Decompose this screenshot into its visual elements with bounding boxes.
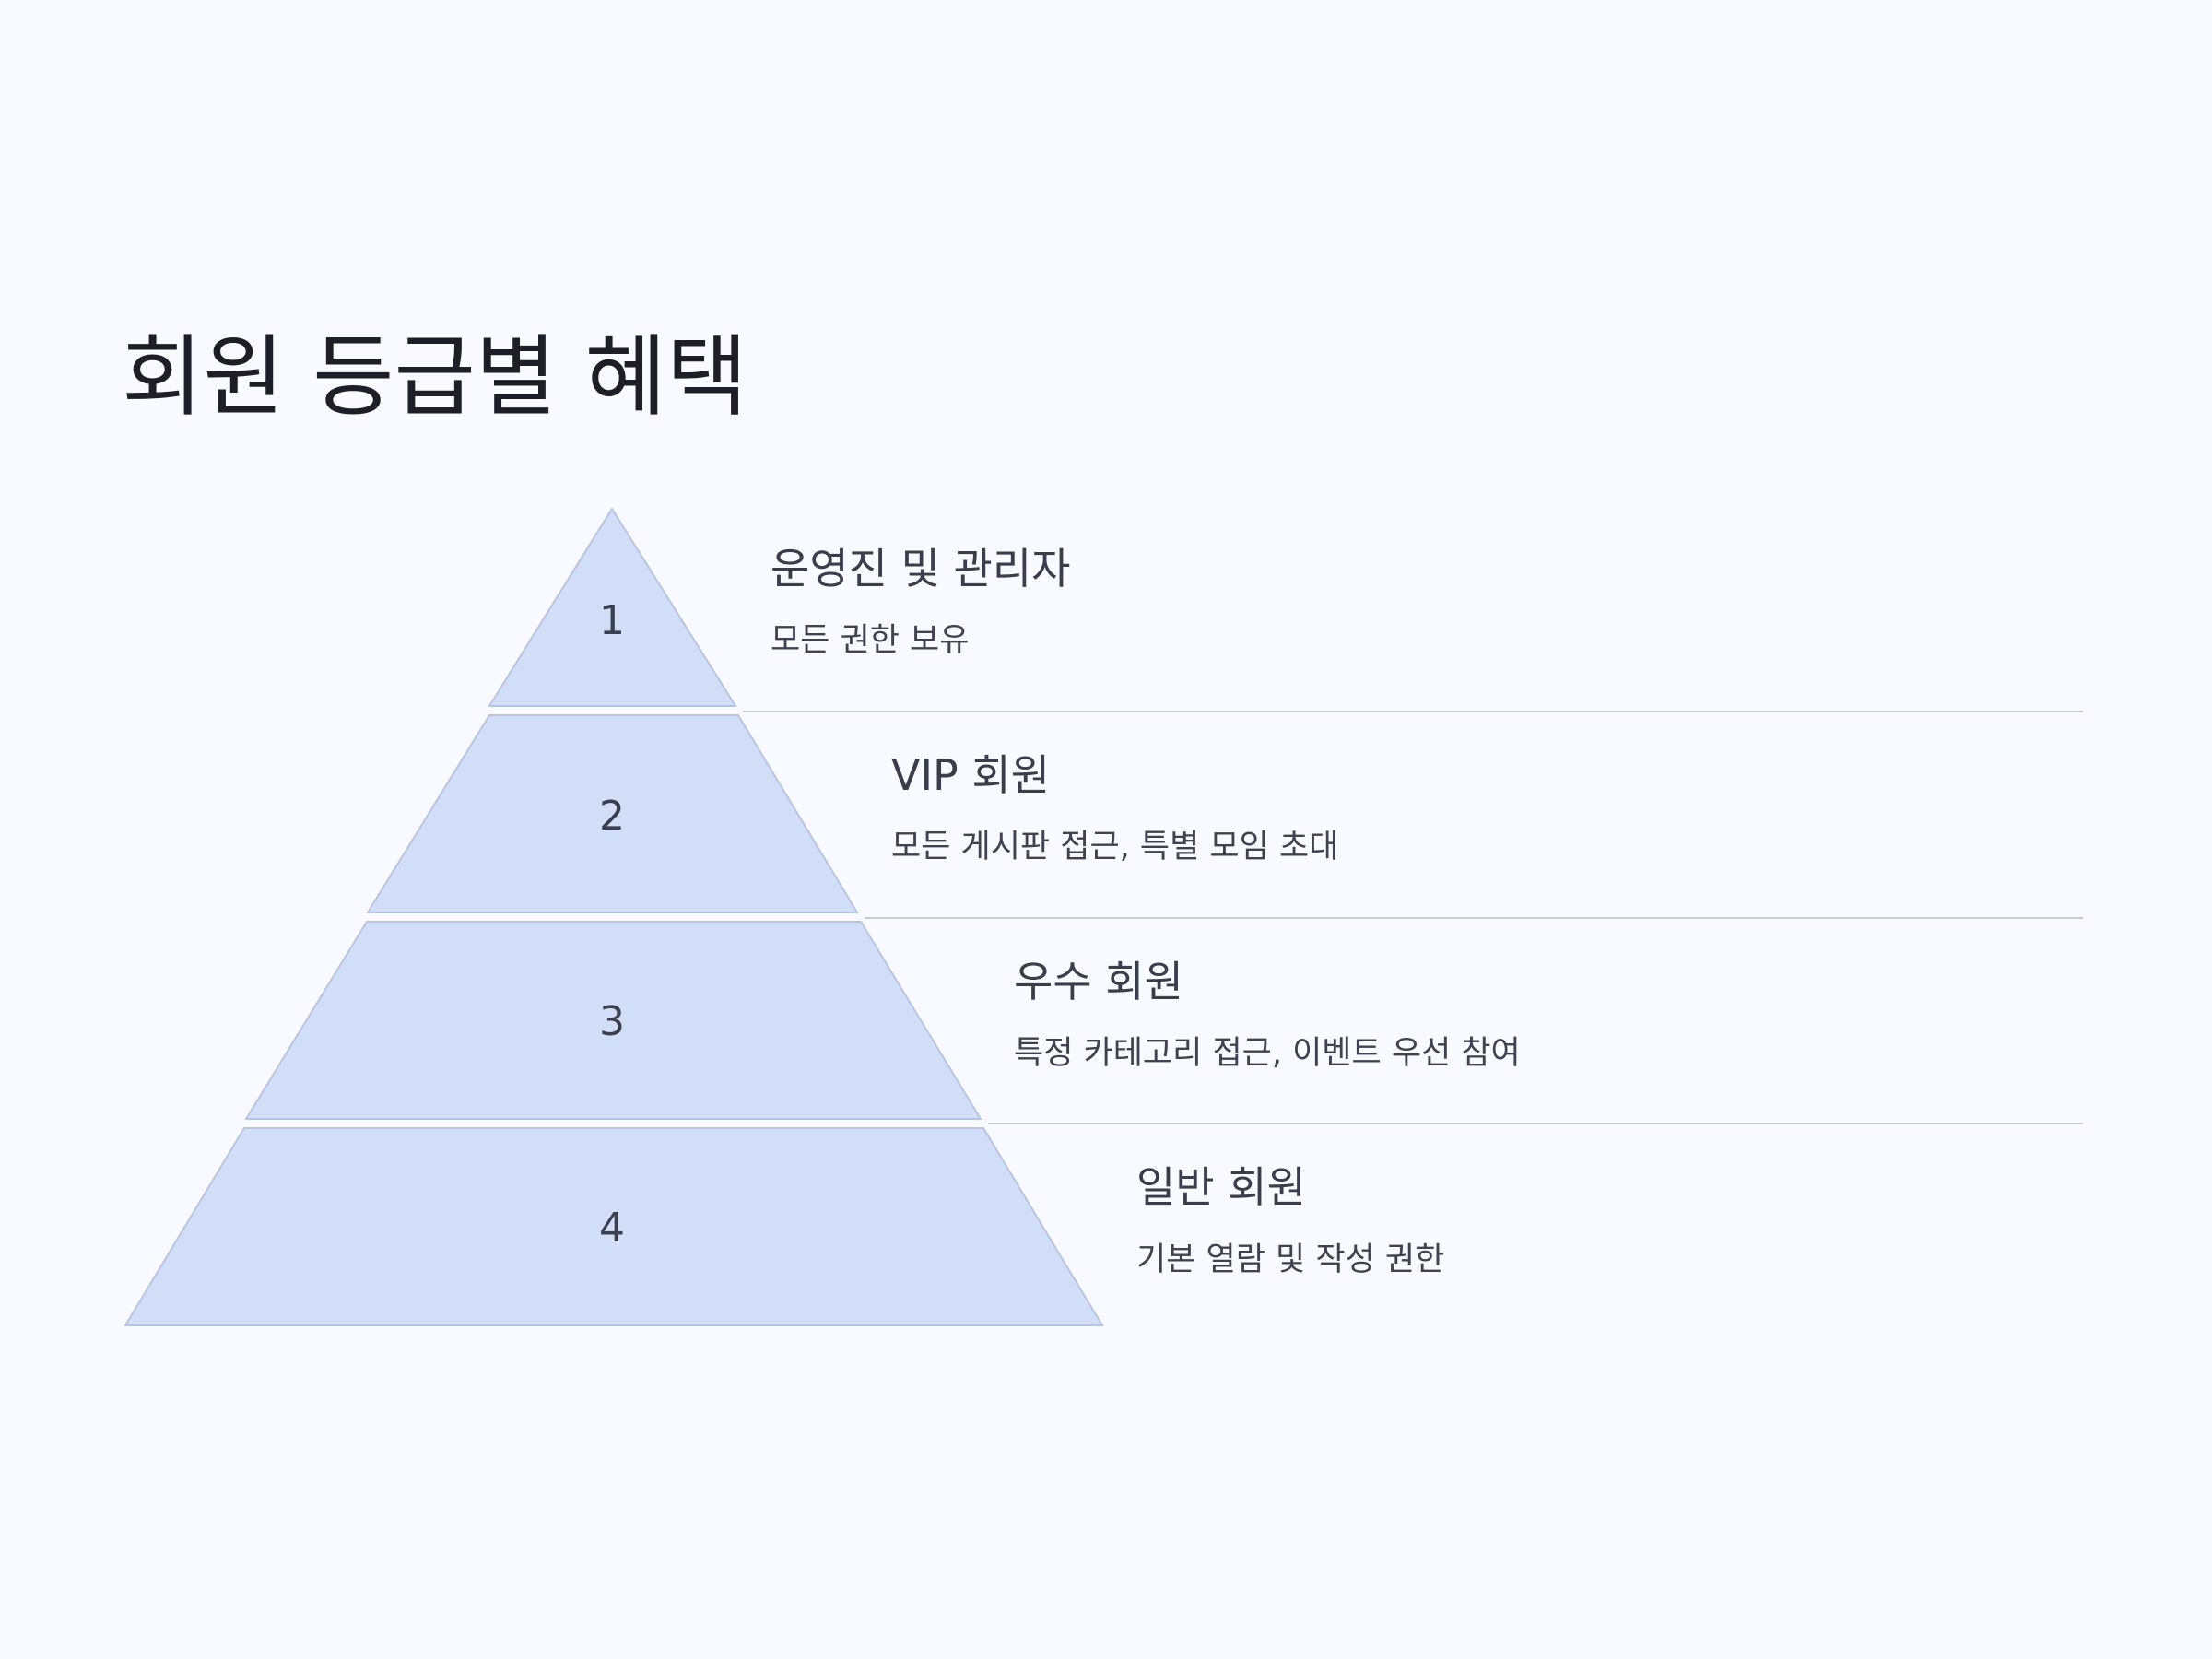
tier-3-number: 3 <box>599 998 625 1045</box>
tier-4-number: 4 <box>599 1205 625 1252</box>
pyramid-tier-4-shape <box>124 1127 1104 1326</box>
page-title: 회원 등급별 혜택 <box>122 325 748 429</box>
tier-3-heading: 우수 회원 <box>1014 957 1183 1006</box>
pyramid-tier-3-shape <box>244 921 982 1120</box>
pyramid-tier-2-shape <box>366 714 859 913</box>
pyramid-tier-1-shape <box>488 507 737 707</box>
tier-2-description: 모든 게시판 접근, 특별 모임 초대 <box>891 829 1339 865</box>
tier-1-number: 1 <box>599 597 625 644</box>
tier-2-heading: VIP 회원 <box>891 750 1051 800</box>
tier-4-description: 기본 열람 및 작성 권한 <box>1136 1241 1445 1278</box>
tier-3-description: 특정 카테고리 접근, 이벤트 우선 참여 <box>1014 1035 1521 1072</box>
tier-1-description: 모든 권한 보유 <box>771 622 970 659</box>
tier-2-number: 2 <box>599 793 625 840</box>
tier-1-heading: 운영진 및 관리자 <box>771 544 1071 594</box>
tier-4-heading: 일반 회원 <box>1136 1162 1306 1212</box>
